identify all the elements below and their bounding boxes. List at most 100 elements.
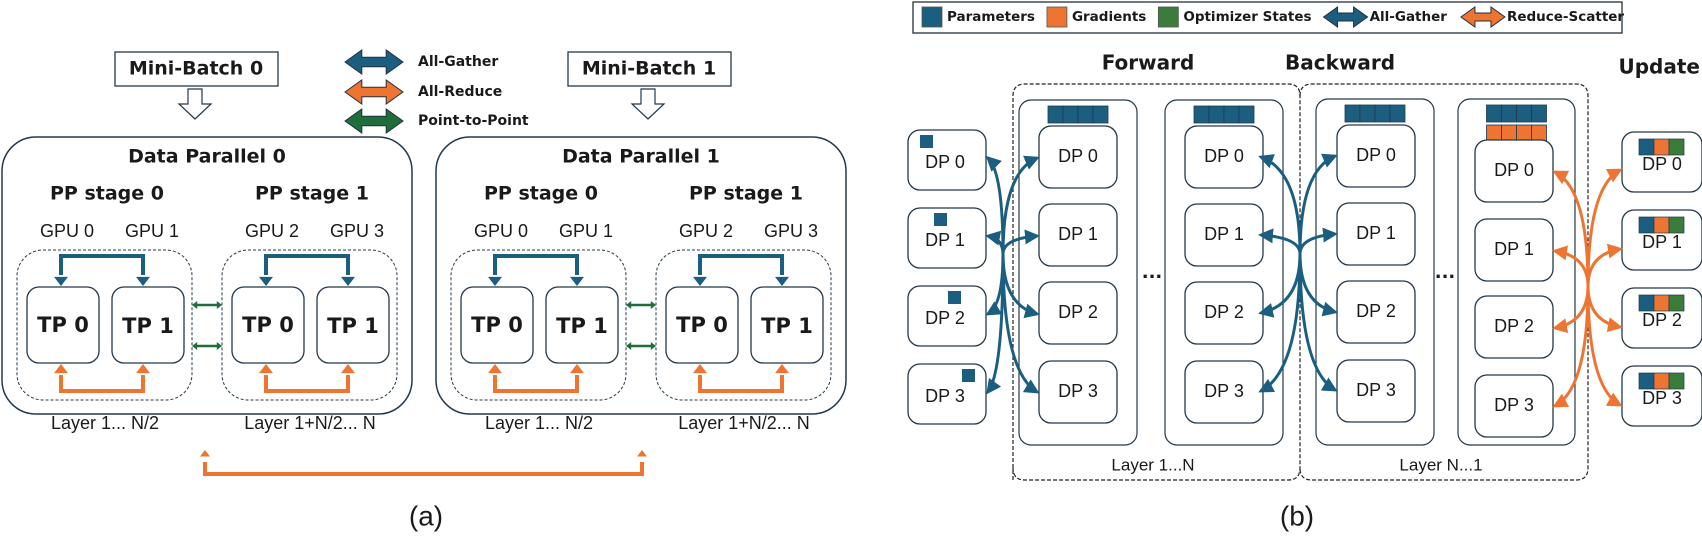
fan-arrow [1001, 229, 1040, 255]
full-parameters-block-icon [1516, 104, 1532, 123]
fan-arrow [1586, 285, 1623, 333]
tp-box [26, 286, 100, 364]
full-parameters-block-icon [1344, 104, 1361, 123]
fan-arrow [1586, 243, 1623, 287]
tp-box [545, 286, 619, 364]
dp-label: DP 1 [1642, 232, 1682, 252]
update-node: DP 2 [1621, 287, 1702, 349]
point-to-point-arrowhead-icon [626, 342, 632, 350]
panel-b: Parameters Gradients Optimizer States All-G… [907, 1, 1702, 531]
gradient-shard-icon [1653, 294, 1670, 312]
all-reduce-connector [698, 375, 784, 393]
point-to-point-arrowhead-icon [192, 342, 198, 350]
point-to-point-arrowhead-icon [216, 342, 222, 350]
legend-label: Optimizer States [1183, 9, 1311, 25]
tp-label: TP 0 [471, 313, 523, 337]
all-gather-fan-backward [1258, 153, 1338, 393]
dp-label: DP 3 [1494, 395, 1534, 415]
shard-node: DP 0 [907, 129, 987, 191]
pp-stage-title: PP stage 1 [255, 183, 369, 205]
legend-label: Parameters [947, 9, 1035, 25]
dp-label: DP 0 [1494, 160, 1534, 180]
legend-arrow-all-gather-icon [344, 49, 404, 75]
dp-label: DP 1 [1494, 239, 1534, 259]
dp-label: DP 2 [1356, 301, 1396, 321]
shard-node: DP 3 [907, 363, 987, 425]
tp-label: TP 1 [327, 314, 379, 338]
layer-range-label: Layer 1+N/2... N [678, 413, 810, 433]
legend-label: Gradients [1072, 9, 1146, 25]
all-reduce-arrowhead-icon [488, 364, 502, 374]
parameter-shard-icon [1638, 216, 1655, 234]
dp-label: DP 3 [1204, 381, 1244, 401]
fan-arrow [1001, 253, 1040, 394]
pp-stage-title: PP stage 0 [484, 183, 598, 205]
full-parameters-block-icon [1208, 105, 1225, 124]
dp-label: DP 3 [925, 386, 965, 406]
gpu-label: GPU 1 [125, 221, 179, 241]
backward-layer-range: Layer N...1 [1399, 455, 1482, 474]
all-gather-arrowhead-icon [693, 276, 707, 286]
dp-label: DP 2 [1642, 310, 1682, 330]
dp-label: DP 2 [925, 308, 965, 328]
fan-arrow [1298, 227, 1338, 255]
fan-arrow [1586, 168, 1623, 287]
full-parameters-block-icon [1531, 104, 1547, 123]
all-gather-arrowhead-icon [775, 276, 789, 286]
full-parameters-block-icon [1092, 105, 1109, 124]
pp-stage-title: PP stage 1 [689, 183, 803, 205]
layer-range-label: Layer 1... N/2 [51, 413, 159, 433]
gpu-label: GPU 1 [559, 221, 613, 241]
all-gather-fan-forward [985, 155, 1040, 395]
fan-arrow [985, 230, 1005, 255]
mini-batch-box [114, 51, 279, 87]
dp-label: DP 3 [1356, 380, 1396, 400]
legend-label: All-Reduce [418, 84, 502, 100]
phase-title-forward: Forward [1102, 51, 1195, 75]
optimizer-state-shard-icon [1668, 216, 1685, 234]
dp-label: DP 2 [1058, 302, 1098, 322]
point-to-point-arrowhead-icon [650, 342, 656, 350]
all-reduce-arrowhead-icon [341, 364, 355, 374]
full-parameters-block-icon [1077, 105, 1094, 124]
legend-arrow-reduce-scatter-icon [1460, 6, 1506, 28]
tp-box [750, 286, 824, 364]
layer-range-label: Layer 1+N/2... N [244, 413, 376, 433]
all-reduce-connector [264, 375, 350, 393]
gpu-label: GPU 2 [245, 221, 299, 241]
gpu-label: GPU 3 [764, 221, 818, 241]
all-gather-arrowhead-icon [570, 276, 584, 286]
dp-label: DP 0 [1058, 146, 1098, 166]
optimizer-state-shard-icon [1668, 372, 1685, 390]
all-gather-arrowhead-icon [136, 276, 150, 286]
backward-column-first: DP 0DP 1DP 2DP 3 [1315, 98, 1435, 446]
dp-label: DP 1 [925, 230, 965, 250]
legend-arrow-all-gather-icon [1322, 6, 1369, 28]
parameter-shard-icon [1638, 294, 1655, 312]
ellipsis-backward: ... [1435, 262, 1456, 283]
dp-label: DP 3 [1642, 388, 1682, 408]
legend-swatch-parameters-icon [921, 6, 943, 28]
input-arrow-icon [177, 88, 213, 120]
all-gather-connector [264, 254, 350, 275]
phase-title-backward: Backward [1285, 51, 1395, 75]
parameter-shard-icon [1638, 372, 1655, 390]
gpu-label: GPU 2 [679, 221, 733, 241]
forward-column-last: DP 0DP 1DP 2DP 3 [1164, 99, 1284, 446]
tp-label: TP 0 [676, 313, 728, 337]
fan-arrow [1586, 285, 1623, 407]
parameter-shard-icon [948, 291, 961, 304]
legend-label: Point-to-Point [418, 113, 529, 129]
parameter-shard-icon [962, 369, 975, 382]
tp-box [316, 286, 390, 364]
dp-label: DP 2 [1494, 316, 1534, 336]
phase-title-update: Update [1619, 55, 1701, 79]
update-node: DP 3 [1621, 365, 1702, 427]
parameter-shard-icon [934, 213, 947, 226]
caption-a: (a) [409, 500, 443, 531]
legend-label: All-Gather [1370, 9, 1448, 25]
shard-node: DP 1 [907, 207, 987, 269]
